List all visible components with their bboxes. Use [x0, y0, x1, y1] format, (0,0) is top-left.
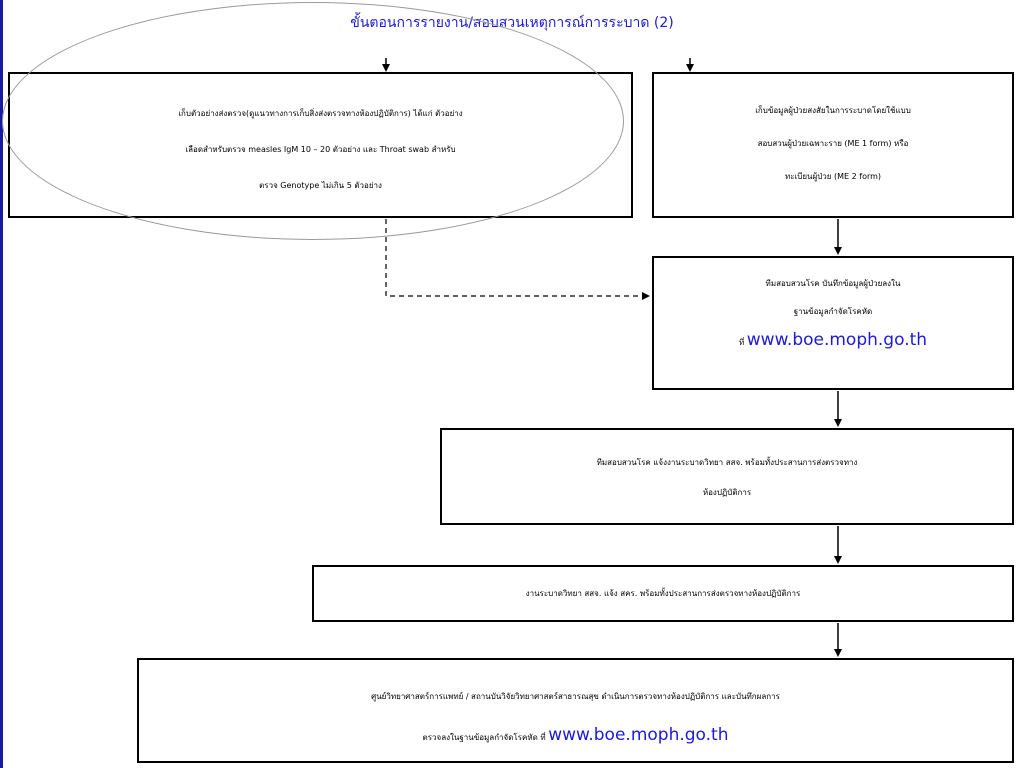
notify-epidemiology-line-1: ทีมสอบสวนโรค แจ้งงานระบาดวิทยา สสจ. พร้อ…: [596, 458, 858, 467]
lab-results-box: ศูนย์วิทยาศาสตร์การแพทย์ / สถานบันวิจัยว…: [137, 658, 1014, 763]
record-database-prefix: ที่: [738, 338, 745, 347]
lab-results-line-1: ศูนย์วิทยาศาสตร์การแพทย์ / สถานบันวิจัยว…: [371, 692, 780, 701]
specimen-line-1: เก็บตัวอย่างส่งตรวจ(ดูแนวทางการเก็บสิ่งส…: [178, 109, 463, 118]
specimen-collection-box: เก็บตัวอย่างส่งตรวจ(ดูแนวทางการเก็บสิ่งส…: [8, 72, 633, 218]
lab-results-line-2: ตรวจลงในฐานข้อมูลกำจัดโรคหัด ที่ www.boe…: [139, 716, 1012, 757]
slide-left-accent-bar: [0, 0, 3, 768]
notify-dcd-box: งานระบาดวิทยา สสจ. แจ้ง สคร. พร้อมทั้งปร…: [312, 565, 1014, 622]
specimen-line-3: ตรวจ Genotype ไม่เกิน 5 ตัวอย่าง: [259, 181, 382, 190]
notify-epidemiology-box: ทีมสอบสวนโรค แจ้งงานระบาดวิทยา สสจ. พร้อ…: [440, 428, 1014, 525]
record-database-line-1: ทีมสอบสวนโรค บันทึกข้อมูลผู้ป่วยลงใน: [765, 279, 901, 288]
notify-dcd-line-1: งานระบาดวิทยา สสจ. แจ้ง สคร. พร้อมทั้งปร…: [525, 589, 801, 598]
boe-website-link[interactable]: www.boe.moph.go.th: [746, 330, 928, 350]
record-database-line-2: ฐานข้อมูลกำจัดโรคหัด: [793, 307, 873, 316]
patient-data-collection-box: เก็บข้อมูลผู้ป่วยสงสัยในการระบาดโดยใช้แบ…: [652, 72, 1014, 218]
slide-title: ขั้นตอนการรายงาน/สอบสวนเหตุการณ์การระบาด…: [350, 15, 674, 31]
patient-data-line-2: สอบสวนผู้ป่วยเฉพาะราย (ME 1 form) หรือ: [757, 139, 909, 148]
boe-website-link-bottom[interactable]: www.boe.moph.go.th: [548, 725, 729, 745]
record-database-box: ทีมสอบสวนโรค บันทึกข้อมูลผู้ป่วยลงใน ฐาน…: [652, 256, 1014, 390]
record-database-line-3: ที่ www.boe.moph.go.th: [654, 326, 1012, 357]
lab-results-prefix: ตรวจลงในฐานข้อมูลกำจัดโรคหัด ที่: [422, 733, 546, 742]
specimen-line-2: เลือดสำหรับตรวจ measles IgM 10 – 20 ตัวอ…: [185, 145, 456, 154]
dashed-arrow-specimen-to-database: [385, 219, 650, 300]
notify-epidemiology-line-2: ห้องปฏิบัติการ: [702, 488, 752, 497]
patient-data-line-3: ทะเบียนผู้ป่วย (ME 2 form): [784, 172, 882, 181]
patient-data-line-1: เก็บข้อมูลผู้ป่วยสงสัยในการระบาดโดยใช้แบ…: [755, 106, 911, 115]
